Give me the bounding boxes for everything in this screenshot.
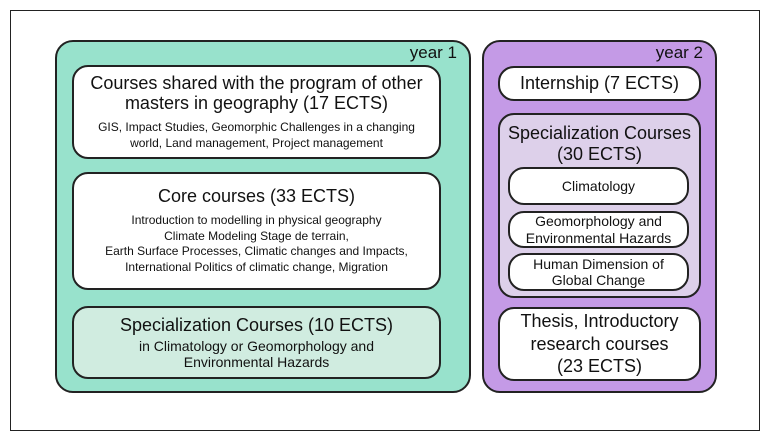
core-line: Introduction to modelling in physical ge… xyxy=(131,213,382,228)
core-line: Climate Modeling Stage de terrain, xyxy=(164,228,349,243)
thesis-box: Thesis, Introductory research courses (2… xyxy=(498,307,701,381)
core-line: Earth Surface Processes, Climatic change… xyxy=(105,244,408,259)
option-climatology: Climatology xyxy=(508,167,689,205)
year1-specialization-details: in Climatology or Geomorphology and Envi… xyxy=(138,337,374,370)
year-1-label: year 1 xyxy=(409,43,457,62)
core-courses-box: Core courses (33 ECTS) Introduction to m… xyxy=(72,172,441,290)
year1-specialization-title: Specialization Courses (10 ECTS) xyxy=(119,315,394,336)
diagram-frame xyxy=(10,10,760,431)
core-courses-title: Core courses (33 ECTS) xyxy=(157,186,356,207)
shared-courses-box: Courses shared with the program of other… xyxy=(72,65,441,159)
option-geomorphology: Geomorphology and Environmental Hazards xyxy=(508,211,689,248)
core-line: International Politics of climatic chang… xyxy=(125,259,388,274)
core-courses-details: Introduction to modelling in physical ge… xyxy=(105,213,408,275)
internship-box: Internship (7 ECTS) xyxy=(498,66,701,101)
shared-courses-details: GIS, Impact Studies, Geomorphic Challeng… xyxy=(98,120,415,150)
year1-specialization-box: Specialization Courses (10 ECTS) in Clim… xyxy=(72,306,441,379)
year-2-label: year 2 xyxy=(655,43,703,62)
option-human-dimension: Human Dimension of Global Change xyxy=(508,253,689,291)
year2-specialization-title: Specialization Courses (30 ECTS) xyxy=(507,123,692,164)
shared-courses-title: Courses shared with the program of other… xyxy=(90,72,423,114)
